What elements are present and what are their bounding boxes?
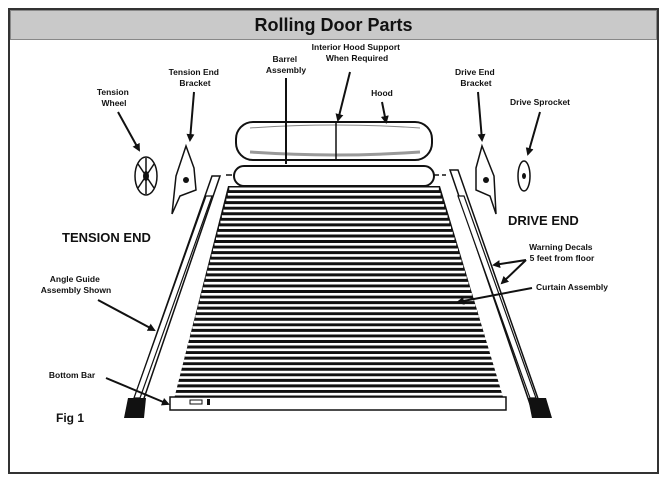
interior-hood-support-label: Interior Hood Support When Required — [312, 42, 403, 63]
drive-end-bracket — [475, 143, 497, 215]
barrel-assembly — [226, 165, 446, 187]
tension-end-label: TENSION END — [62, 230, 151, 245]
bottom-bar — [169, 396, 507, 411]
drive-end-bracket-label: Drive End Bracket — [455, 67, 497, 88]
drive-sprocket — [517, 160, 531, 192]
title-bar: Rolling Door Parts — [10, 10, 657, 40]
bottom-bar-label: Bottom Bar — [49, 370, 96, 380]
figure-number: Fig 1 — [56, 411, 84, 425]
right-angle-guide — [448, 169, 552, 418]
tension-wheel-label: Tension Wheel — [97, 87, 131, 108]
warning-decals-label: Warning Decals 5 feet from floor — [529, 242, 595, 263]
hood — [235, 121, 433, 161]
barrel-assembly-label: Barrel Assembly — [266, 54, 306, 75]
drive-end-label: DRIVE END — [508, 213, 579, 228]
curtain-assembly-label: Curtain Assembly — [536, 282, 608, 292]
tension-end-bracket-label: Tension End Bracket — [169, 67, 222, 88]
tension-end-bracket — [171, 143, 197, 215]
angle-guide-label: Angle Guide Assembly Shown — [41, 274, 111, 295]
curtain-assembly — [169, 186, 507, 411]
page-title: Rolling Door Parts — [254, 14, 413, 35]
drive-sprocket-label: Drive Sprocket — [510, 97, 570, 107]
left-angle-guide — [124, 175, 222, 418]
hood-label: Hood — [371, 88, 393, 98]
tension-wheel — [134, 156, 158, 196]
leader-lines — [97, 71, 541, 406]
